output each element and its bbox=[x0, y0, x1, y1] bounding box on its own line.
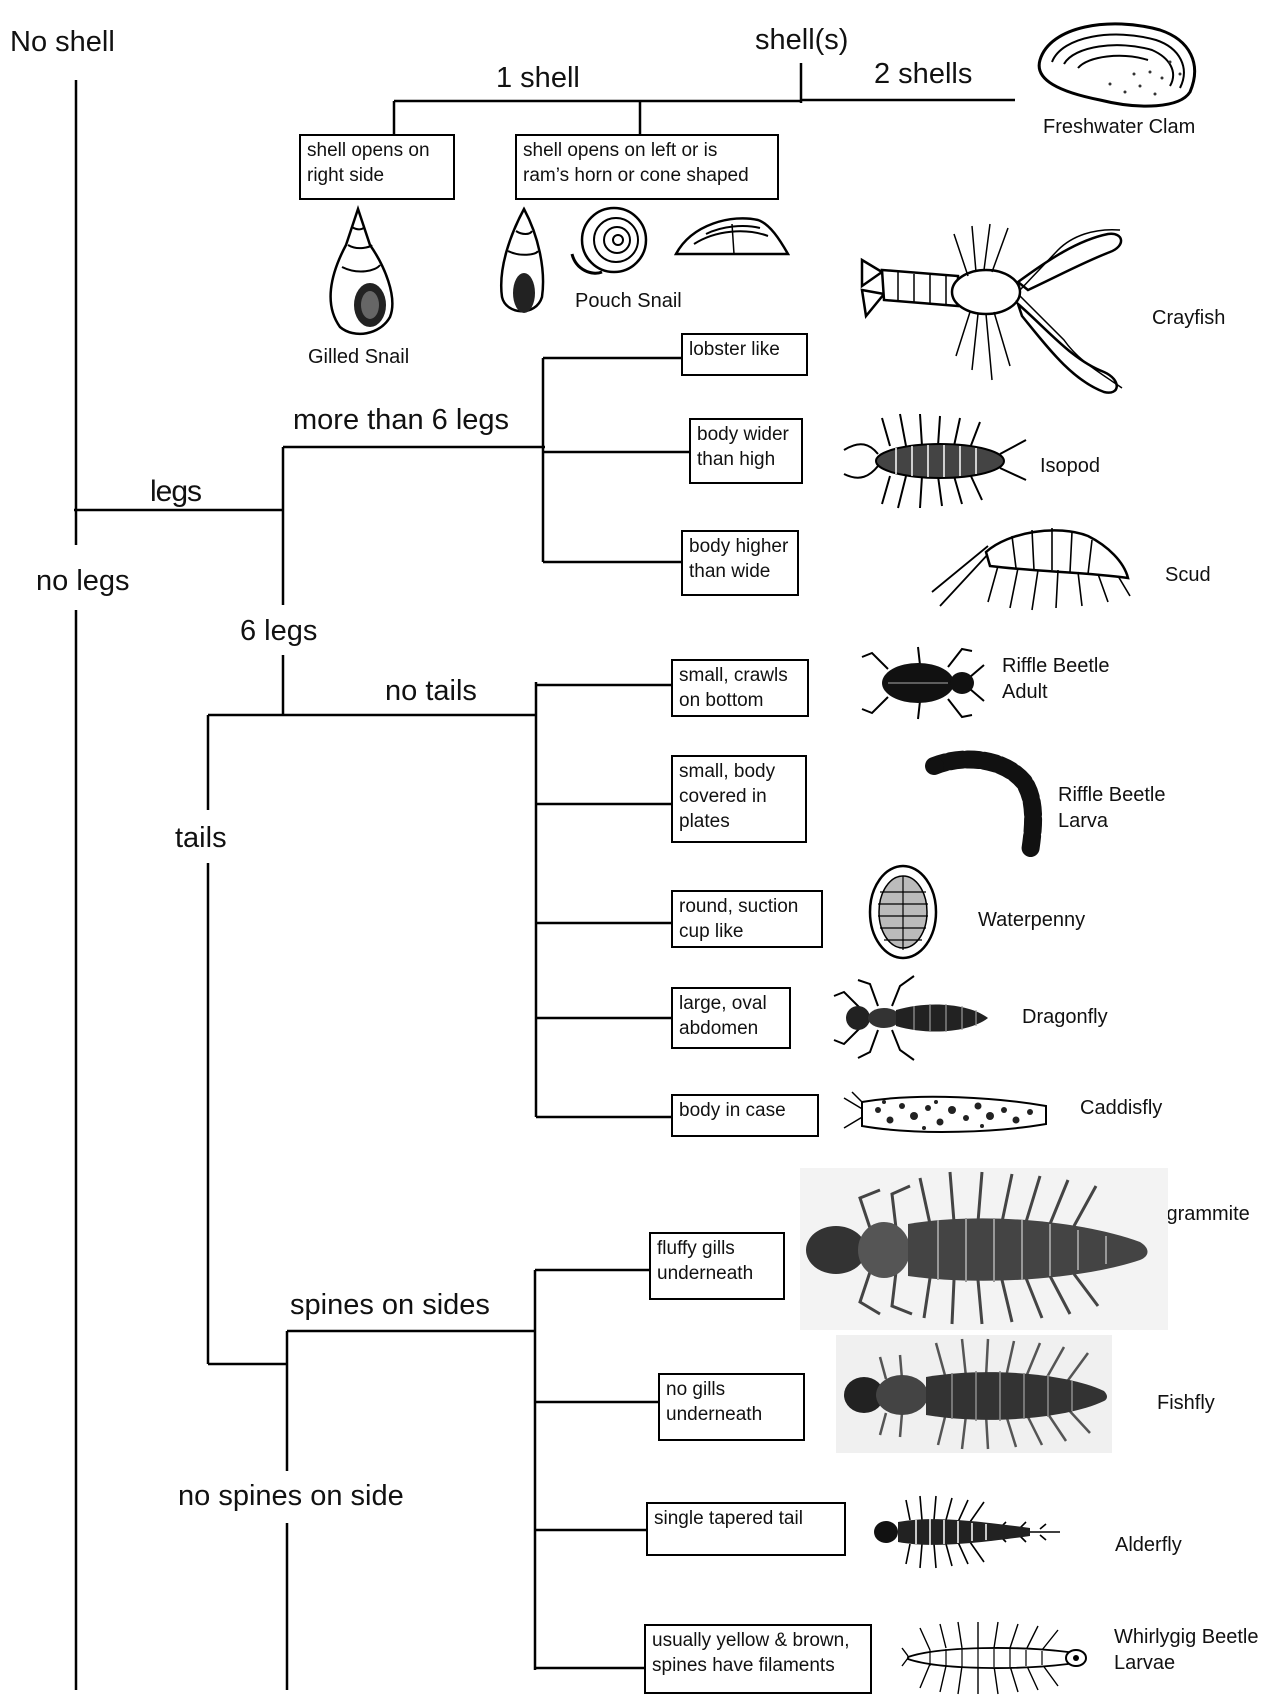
six-legs-label: 6 legs bbox=[240, 615, 317, 648]
label-riffle-beetle-larva-1: Riffle Beetle bbox=[1058, 784, 1165, 807]
legs-label: legs bbox=[150, 475, 201, 510]
limpet-image bbox=[672, 210, 790, 260]
box-crawls-on-bottom: small, crawls on bottom bbox=[671, 659, 809, 717]
caddisfly-case-image bbox=[840, 1088, 1048, 1138]
riffle-beetle-adult-image bbox=[858, 643, 988, 723]
shells-label: shell(s) bbox=[755, 24, 848, 57]
label-riffle-beetle-larva-2: Larva bbox=[1058, 810, 1108, 833]
label-pouch-snail: Pouch Snail bbox=[575, 290, 682, 313]
crayfish-image bbox=[858, 220, 1128, 410]
box-oval-abdomen: large, oval abdomen bbox=[671, 987, 791, 1049]
cone-snail-image bbox=[494, 205, 550, 320]
box-yellow-brown-spines: usually yellow & brown, spines have fila… bbox=[644, 1624, 872, 1694]
dragonfly-nymph-image bbox=[830, 972, 992, 1064]
box-lobster-like: lobster like bbox=[681, 333, 808, 376]
label-waterpenny: Waterpenny bbox=[978, 909, 1085, 932]
label-whirligig-beetle-2: Larvae bbox=[1114, 1652, 1175, 1675]
no-shell-label: No shell bbox=[10, 26, 115, 59]
waterpenny-image bbox=[866, 862, 940, 962]
label-scud: Scud bbox=[1165, 564, 1211, 587]
isopod-image bbox=[840, 410, 1030, 510]
no-legs-label: no legs bbox=[36, 565, 130, 598]
fishfly-image bbox=[836, 1335, 1112, 1453]
freshwater-clam-image bbox=[1030, 12, 1205, 112]
label-fishfly: Fishfly bbox=[1157, 1392, 1215, 1415]
label-gilled-snail: Gilled Snail bbox=[308, 346, 409, 369]
box-no-gills: no gills underneath bbox=[658, 1373, 805, 1441]
no-tails-label: no tails bbox=[385, 675, 477, 708]
box-body-higher: body higher than wide bbox=[681, 530, 799, 596]
label-alderfly: Alderfly bbox=[1115, 1534, 1182, 1557]
label-isopod: Isopod bbox=[1040, 455, 1100, 478]
label-dragonfly: Dragonfly bbox=[1022, 1006, 1108, 1029]
no-spines-on-side-label: no spines on side bbox=[178, 1480, 404, 1513]
spines-on-sides-label: spines on sides bbox=[290, 1289, 490, 1322]
whirligig-beetle-larva-image bbox=[900, 1618, 1090, 1696]
box-suction-cup: round, suction cup like bbox=[671, 890, 823, 948]
box-body-in-case: body in case bbox=[671, 1094, 819, 1137]
two-shells-label: 2 shells bbox=[874, 58, 972, 91]
label-caddisfly: Caddisfly bbox=[1080, 1097, 1162, 1120]
hellgrammite-image bbox=[800, 1168, 1168, 1330]
box-body-wider: body wider than high bbox=[689, 418, 803, 484]
box-fluffy-gills: fluffy gills underneath bbox=[649, 1232, 785, 1300]
gilled-snail-image bbox=[318, 205, 398, 340]
one-shell-label: 1 shell bbox=[496, 62, 580, 95]
box-single-tapered-tail: single tapered tail bbox=[646, 1502, 846, 1556]
label-riffle-beetle-adult-1: Riffle Beetle bbox=[1002, 655, 1109, 678]
label-crayfish: Crayfish bbox=[1152, 307, 1225, 330]
alderfly-image bbox=[870, 1492, 1062, 1572]
rams-horn-snail-image bbox=[566, 204, 656, 280]
tails-label: tails bbox=[175, 822, 227, 855]
label-whirligig-beetle-1: Whirlygig Beetle bbox=[1114, 1626, 1259, 1649]
label-freshwater-clam: Freshwater Clam bbox=[1043, 116, 1195, 139]
more-than-6-legs-label: more than 6 legs bbox=[293, 404, 509, 437]
scud-image bbox=[928, 522, 1133, 614]
box-shell-opens-right: shell opens on right side bbox=[299, 134, 455, 200]
box-shell-opens-left: shell opens on left or is ram’s horn or … bbox=[515, 134, 779, 200]
riffle-beetle-larva-image bbox=[924, 746, 1054, 858]
box-covered-in-plates: small, body covered in plates bbox=[671, 755, 807, 843]
label-riffle-beetle-adult-2: Adult bbox=[1002, 681, 1048, 704]
